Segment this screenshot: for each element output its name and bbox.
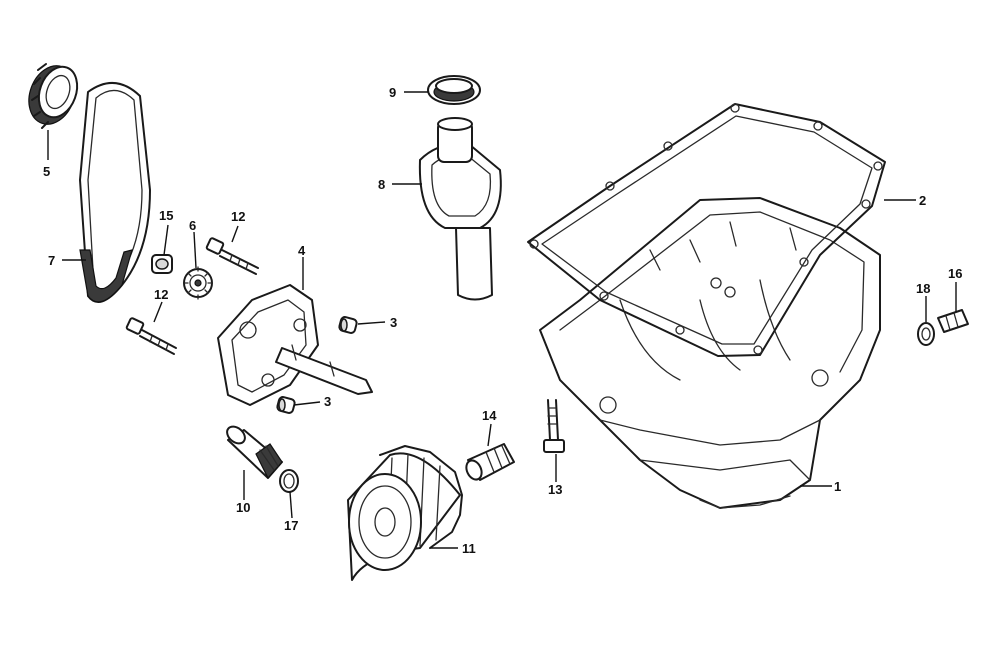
part-8-strainer[interactable] bbox=[418, 117, 502, 301]
callout-17: 17 bbox=[284, 518, 298, 533]
part-18-washer[interactable] bbox=[917, 322, 935, 346]
callout-18: 18 bbox=[916, 281, 930, 296]
callout-12-lower: 12 bbox=[154, 287, 168, 302]
part-4-oil-pump[interactable] bbox=[217, 284, 373, 406]
callout-7: 7 bbox=[48, 253, 55, 268]
part-16-drain-bolt[interactable] bbox=[937, 309, 969, 333]
part-17-o-ring[interactable] bbox=[279, 469, 299, 493]
callout-1: 1 bbox=[834, 479, 841, 494]
part-6-gear[interactable] bbox=[183, 266, 213, 300]
part-2-gasket[interactable] bbox=[527, 103, 886, 357]
part-15-nut[interactable] bbox=[151, 254, 173, 274]
part-3-dowel-upper[interactable] bbox=[338, 316, 358, 334]
part-10-relief-valve[interactable] bbox=[224, 423, 283, 480]
callout-10: 10 bbox=[236, 500, 250, 515]
part-3-dowel-lower[interactable] bbox=[276, 396, 296, 414]
part-12-bolt-upper[interactable] bbox=[205, 237, 259, 275]
part-11-oil-filter[interactable] bbox=[347, 445, 463, 581]
part-13-bolt[interactable] bbox=[543, 399, 565, 453]
leader-lines bbox=[47, 91, 957, 549]
callout-13: 13 bbox=[548, 482, 562, 497]
callout-11: 11 bbox=[462, 541, 476, 556]
part-14-fitting[interactable] bbox=[463, 443, 515, 482]
callout-5: 5 bbox=[43, 164, 50, 179]
callout-9: 9 bbox=[389, 85, 396, 100]
callout-6: 6 bbox=[189, 218, 196, 233]
part-9-cap-seal[interactable] bbox=[427, 75, 481, 105]
part-5-sprocket[interactable] bbox=[21, 59, 84, 130]
callout-4: 4 bbox=[298, 243, 306, 258]
part-12-bolt-lower[interactable] bbox=[125, 317, 177, 355]
callout-2: 2 bbox=[919, 193, 926, 208]
callout-8: 8 bbox=[378, 177, 385, 192]
part-7-chain[interactable] bbox=[79, 82, 151, 303]
callout-labels: 1 2 3 3 4 5 6 7 8 9 10 11 12 12 13 14 15… bbox=[43, 85, 962, 556]
callout-14: 14 bbox=[482, 408, 497, 423]
callout-3-lower: 3 bbox=[324, 394, 331, 409]
callout-15: 15 bbox=[159, 208, 173, 223]
callout-12-upper: 12 bbox=[231, 209, 245, 224]
callout-3-upper: 3 bbox=[390, 315, 397, 330]
callout-16: 16 bbox=[948, 266, 962, 281]
